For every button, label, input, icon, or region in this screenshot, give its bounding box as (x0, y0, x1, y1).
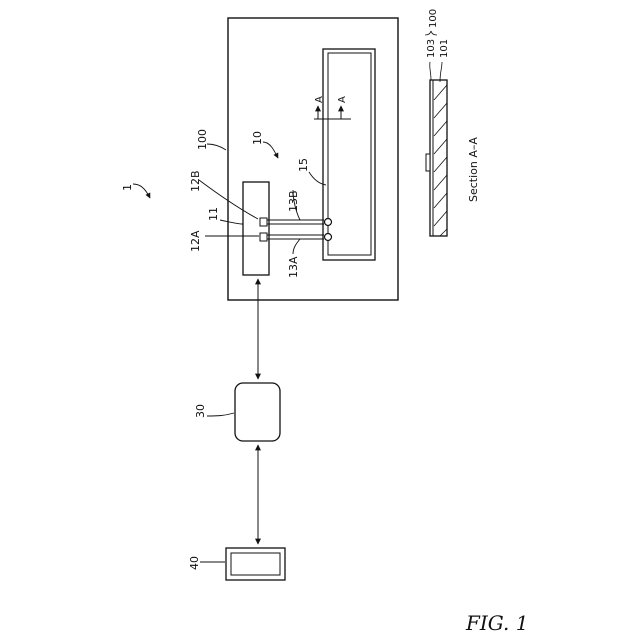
leader-101 (440, 62, 442, 82)
ic-chip (243, 182, 269, 275)
terminal-12b (260, 218, 267, 226)
cross-section (426, 80, 447, 236)
leader-100 (207, 144, 226, 150)
label-terminal-a: 12A (189, 230, 202, 252)
section-arrow-label-2: A (337, 96, 348, 103)
label-reader: 30 (194, 404, 207, 418)
reader-device (235, 383, 280, 441)
label-loop: 15 (297, 158, 310, 172)
bracket-100 (425, 31, 437, 35)
display-device (226, 548, 285, 580)
label-lead-a: 13A (287, 256, 300, 278)
label-system: 1 (121, 184, 134, 191)
connection-point-b (325, 219, 332, 226)
label-lead-b: 13B (287, 190, 300, 212)
label-ic-chip: 11 (207, 207, 220, 221)
leader-1 (133, 184, 150, 198)
figure-caption: FIG. 1 (465, 611, 528, 635)
section-title: Section A–A (467, 137, 480, 202)
terminal-12a (260, 233, 267, 241)
label-103: 103 (426, 39, 437, 58)
label-section-100: 100 (428, 9, 439, 28)
connection-point-a (325, 234, 332, 241)
section-arrow-label-1: A (314, 96, 325, 103)
label-substrate: 100 (196, 129, 209, 150)
label-101: 101 (439, 39, 450, 58)
label-display: 40 (188, 556, 201, 570)
leader-30 (207, 413, 234, 416)
leader-103 (430, 62, 431, 80)
label-terminal-b: 12B (189, 170, 202, 192)
label-antenna: 10 (251, 131, 264, 145)
